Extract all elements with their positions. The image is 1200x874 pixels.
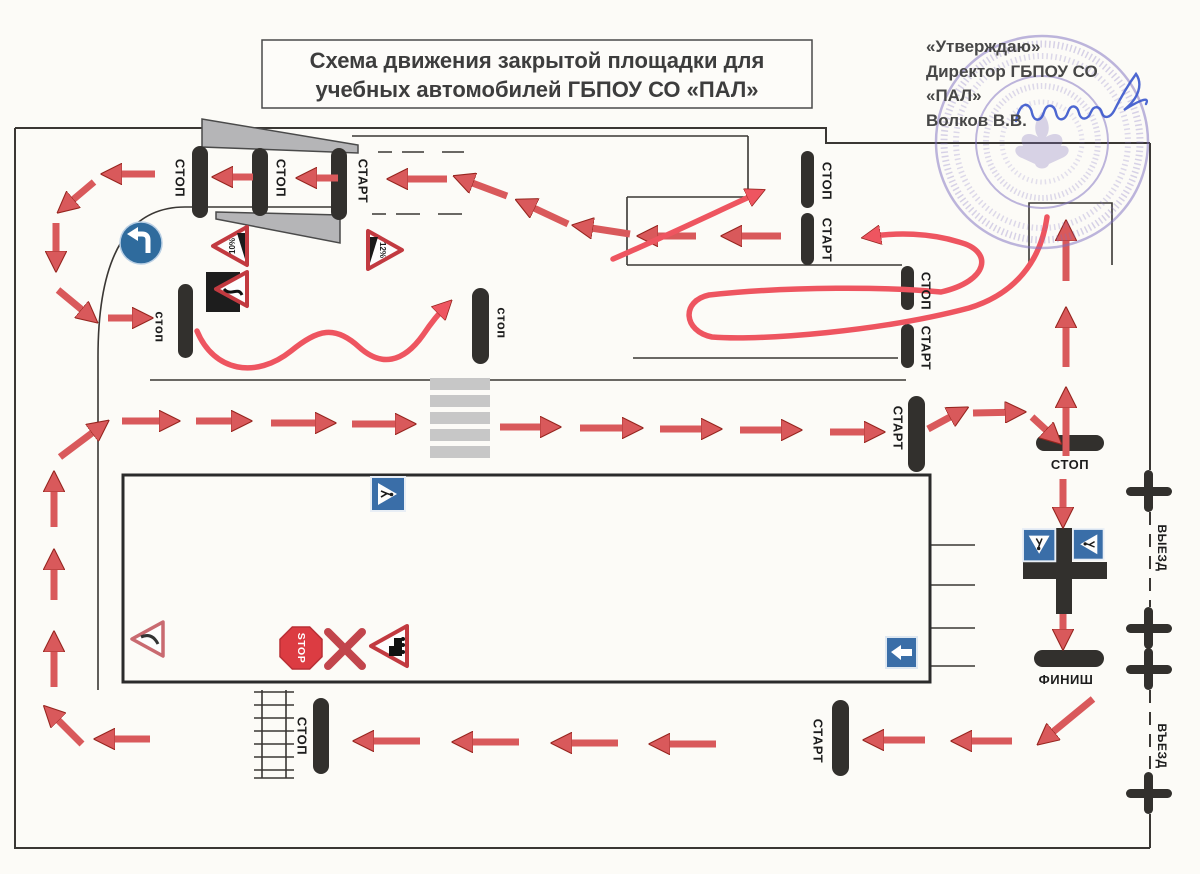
- garage-start-bar: [801, 213, 814, 265]
- label-exit-gate: ВЫЕЗД: [1155, 525, 1169, 572]
- label-parking-stop: СТОП: [919, 272, 934, 310]
- label-entry-gate: ВЪЕЗД: [1155, 723, 1169, 768]
- label-overpass-start: СТАРТ: [356, 159, 371, 204]
- label-snake-exit-stop: стоп: [495, 307, 510, 338]
- overpass-ramp-bottom: [215, 211, 341, 244]
- central-field-rectangle: [121, 473, 932, 684]
- round-official-stamp: [934, 34, 1150, 250]
- snake-maneuver-path: [194, 304, 448, 371]
- approval-line3: «ПАЛ»: [926, 86, 982, 105]
- gate-crosses: [1126, 470, 1172, 814]
- steep-descent-sign-icon: 10%: [211, 225, 249, 267]
- stamp-emblem-icon: [1015, 112, 1069, 169]
- ground-boundary: [14, 127, 1151, 849]
- bottom-road-start-bar: [832, 700, 849, 776]
- intersection-cross: [1023, 528, 1107, 614]
- dangerous-turn-sign-icon: [130, 620, 165, 658]
- parking-start-bar: [901, 324, 914, 368]
- label-overpass-stop-mid: СТОП: [274, 159, 289, 197]
- main-road-stop-bar: [1036, 435, 1104, 451]
- railway-x-sign-icon: [324, 628, 366, 670]
- winding-road-sign-icon: [206, 270, 249, 312]
- overpass-stop-line-left: [192, 146, 208, 218]
- pedestrian-crossing-sign-icon: [1072, 528, 1105, 561]
- stop-start-markers: [178, 151, 1104, 776]
- main-road-start-bar: [908, 396, 925, 472]
- label-snake-entry-stop: стоп: [153, 311, 168, 342]
- pedestrian-crossing-sign-icon: [370, 476, 406, 512]
- parallel-parking-path: [686, 214, 1050, 341]
- approval-line2: Директор ГБПОУ СО: [926, 62, 1098, 81]
- stop-octagon-sign-icon: STOP: [279, 626, 323, 670]
- label-main-road-start: СТАРТ: [891, 406, 906, 451]
- label-garage-stop: СТОП: [820, 162, 835, 200]
- label-garage-start: СТАРТ: [820, 218, 835, 263]
- garage-exit-path: [610, 192, 760, 262]
- label-overpass-stop-left: СТОП: [173, 159, 188, 197]
- title-box: Схема движения закрытой площадки для уче…: [261, 39, 813, 109]
- garage-stop-bar: [801, 151, 814, 208]
- snake-exit-stop-bar: [472, 288, 489, 364]
- route-arrows: [48, 174, 1096, 744]
- approval-line4: Волков В.В.: [926, 111, 1027, 130]
- finish-bar: [1034, 650, 1104, 667]
- approval-block: «Утверждаю» Директор ГБПОУ СО «ПАЛ» Волк…: [926, 37, 1098, 130]
- turn-left-sign-icon: [119, 221, 163, 265]
- pedestrian-crossing-sign-icon: [1022, 528, 1057, 563]
- director-signature: [1014, 71, 1149, 123]
- railway-crossing-sign-icon: [369, 624, 409, 668]
- railway-stop-bar: [313, 698, 329, 774]
- traffic-signs: 10% 12% STOP: [119, 221, 1105, 670]
- label-bottom-road-start: СТАРТ: [811, 719, 826, 764]
- label-railway-stop: СТОП: [295, 717, 310, 755]
- exercise-labels: СТОП СТОП СТАРТ стоп стоп СТОП СТАРТ СТО…: [153, 159, 1170, 769]
- overpass-start-line: [331, 148, 347, 220]
- overpass-exercise: [192, 118, 359, 244]
- label-parking-start: СТАРТ: [919, 326, 934, 371]
- label-main-road-stop: СТОП: [1051, 457, 1089, 472]
- steep-ascent-sign-icon: 12%: [366, 229, 404, 271]
- approval-line1: «Утверждаю»: [926, 37, 1040, 56]
- keep-left-sign-icon: [885, 636, 918, 669]
- overpass-stop-line-mid: [252, 148, 268, 216]
- page-title-line2: учебных автомобилей ГБПОУ СО «ПАЛ»: [315, 77, 758, 102]
- maneuver-curves: [194, 192, 1050, 371]
- steep-ascent-value: 12%: [378, 242, 387, 258]
- intersection-horizontal-bar: [1023, 562, 1107, 579]
- railway-crossing: [254, 690, 294, 779]
- snake-entry-stop-bar: [178, 284, 193, 358]
- zebra-crossing: [430, 378, 490, 458]
- steep-descent-value: 10%: [228, 238, 237, 254]
- stop-sign-text: STOP: [295, 633, 307, 663]
- overpass-ramp-top: [201, 118, 359, 154]
- label-finish: ФИНИШ: [1039, 672, 1094, 687]
- page-title-line1: Схема движения закрытой площадки для: [310, 48, 765, 73]
